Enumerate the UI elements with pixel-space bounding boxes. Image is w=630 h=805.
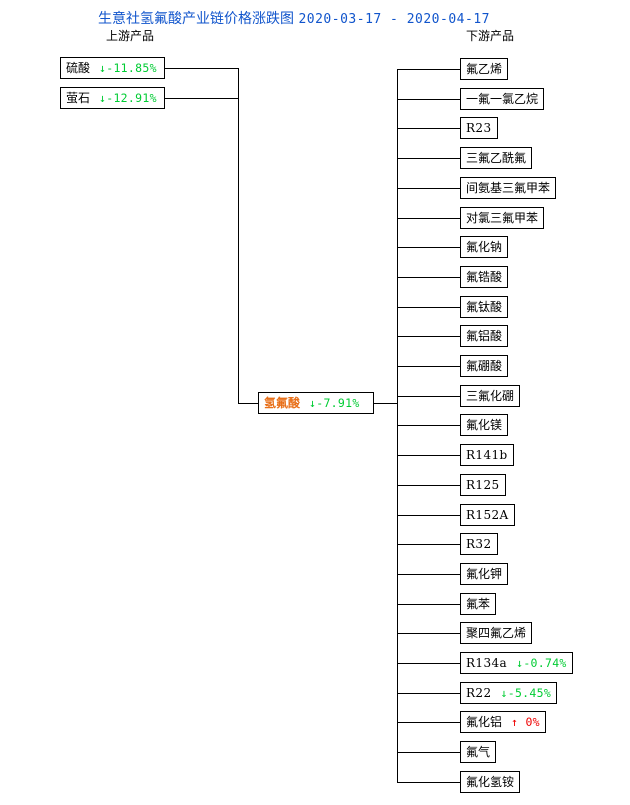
downstream-header: 下游产品 (466, 29, 515, 43)
downstream-node-16[interactable]: R32 (460, 533, 498, 555)
node-label: R22 (466, 686, 492, 700)
node-label: 对氯三氟甲苯 (466, 211, 539, 225)
node-label: R141b (466, 448, 508, 462)
downstream-branch-11 (397, 396, 460, 397)
downstream-node-21[interactable]: R22 ↓-5.45% (460, 682, 558, 704)
downstream-branch-4 (397, 188, 460, 189)
node-label: 氟苯 (466, 597, 491, 611)
node-change-down: ↓-5.45% (500, 686, 552, 700)
node-label: 一氟一氯乙烷 (466, 92, 539, 106)
page-title: 生意社氢氟酸产业链价格涨跌图 2020-03-17 - 2020-04-17 (98, 8, 490, 28)
downstream-node-19[interactable]: 聚四氟乙烯 (460, 622, 533, 644)
downstream-branch-17 (397, 574, 460, 575)
downstream-branch-3 (397, 158, 460, 159)
downstream-node-7[interactable]: 氟锆酸 (460, 266, 509, 288)
downstream-node-9[interactable]: 氟铝酸 (460, 325, 509, 347)
downstream-branch-10 (397, 366, 460, 367)
upstream-branch-1 (165, 98, 238, 99)
downstream-branch-1 (397, 99, 460, 100)
downstream-branch-23 (397, 752, 460, 753)
downstream-node-3[interactable]: 三氟乙酰氟 (460, 147, 533, 169)
node-change-down: ↓-0.74% (516, 656, 567, 670)
node-label: R125 (466, 478, 500, 492)
downstream-branch-5 (397, 218, 460, 219)
downstream-branch-9 (397, 336, 460, 337)
node-label: 氟铝酸 (466, 329, 503, 343)
downstream-node-22[interactable]: 氟化铝 ↑ 0% (460, 711, 546, 733)
node-label: 氢氟酸 (264, 396, 301, 410)
center-to-downstream (374, 403, 397, 404)
downstream-branch-8 (397, 307, 460, 308)
downstream-node-10[interactable]: 氟硼酸 (460, 355, 509, 377)
downstream-branch-22 (397, 722, 460, 723)
downstream-node-2[interactable]: R23 (460, 117, 498, 139)
node-label: 三氟乙酰氟 (466, 151, 527, 165)
node-label: 氟化氢铵 (466, 775, 515, 789)
upstream-branch-0 (165, 68, 238, 69)
node-label: 氟化铝 (466, 715, 503, 729)
downstream-node-17[interactable]: 氟化钾 (460, 563, 509, 585)
downstream-branch-21 (397, 693, 460, 694)
downstream-branch-2 (397, 128, 460, 129)
downstream-node-24[interactable]: 氟化氢铵 (460, 771, 521, 793)
node-change-down: ↓-7.91% (309, 396, 360, 410)
node-label: 萤石 (66, 91, 91, 105)
node-label: R32 (466, 537, 492, 551)
node-label: 硫酸 (66, 61, 91, 75)
downstream-branch-19 (397, 633, 460, 634)
downstream-branch-14 (397, 485, 460, 486)
downstream-node-18[interactable]: 氟苯 (460, 593, 497, 615)
title-text: 生意社氢氟酸产业链价格涨跌图 (98, 11, 294, 27)
node-label: 氟乙烯 (466, 62, 503, 76)
node-change-down: ↓-11.85% (99, 61, 157, 75)
upstream-trunk (238, 68, 239, 403)
node-label: R134a (466, 656, 508, 670)
downstream-node-13[interactable]: R141b (460, 444, 514, 466)
downstream-node-20[interactable]: R134a ↓-0.74% (460, 652, 573, 674)
node-label: 氟化钠 (466, 240, 503, 254)
node-change-down: ↓-12.91% (99, 91, 157, 105)
downstream-node-14[interactable]: R125 (460, 474, 506, 496)
downstream-node-15[interactable]: R152A (460, 504, 515, 526)
downstream-branch-0 (397, 69, 460, 70)
downstream-branch-13 (397, 455, 460, 456)
downstream-branch-18 (397, 604, 460, 605)
node-label: R23 (466, 121, 492, 135)
node-label: R152A (466, 508, 509, 522)
downstream-node-6[interactable]: 氟化钠 (460, 236, 509, 258)
downstream-branch-6 (397, 247, 460, 248)
downstream-node-0[interactable]: 氟乙烯 (460, 58, 509, 80)
center-node-hydrofluoric-acid[interactable]: 氢氟酸 ↓-7.91% (258, 392, 374, 414)
downstream-branch-7 (397, 277, 460, 278)
node-label: 聚四氟乙烯 (466, 626, 527, 640)
node-label: 氟气 (466, 745, 491, 759)
downstream-node-8[interactable]: 氟钛酸 (460, 296, 509, 318)
upstream-node-1[interactable]: 萤石 ↓-12.91% (60, 87, 165, 109)
downstream-node-23[interactable]: 氟气 (460, 741, 497, 763)
node-label: 氟化钾 (466, 567, 503, 581)
downstream-branch-24 (397, 782, 460, 783)
node-label: 三氟化硼 (466, 389, 515, 403)
node-label: 氟锆酸 (466, 270, 503, 284)
downstream-branch-15 (397, 515, 460, 516)
downstream-node-1[interactable]: 一氟一氯乙烷 (460, 88, 545, 110)
downstream-node-12[interactable]: 氟化镁 (460, 414, 509, 436)
node-change-up: ↑ 0% (511, 715, 540, 729)
node-label: 间氨基三氟甲苯 (466, 181, 551, 195)
downstream-branch-20 (397, 663, 460, 664)
downstream-trunk (397, 69, 398, 782)
node-label: 氟化镁 (466, 418, 503, 432)
upstream-to-center (238, 403, 258, 404)
upstream-node-0[interactable]: 硫酸 ↓-11.85% (60, 57, 165, 79)
node-label: 氟硼酸 (466, 359, 503, 373)
downstream-branch-12 (397, 425, 460, 426)
downstream-node-5[interactable]: 对氯三氟甲苯 (460, 207, 545, 229)
upstream-header: 上游产品 (106, 29, 155, 43)
downstream-node-4[interactable]: 间氨基三氟甲苯 (460, 177, 557, 199)
date-range: 2020-03-17 - 2020-04-17 (298, 12, 490, 27)
downstream-branch-16 (397, 544, 460, 545)
node-label: 氟钛酸 (466, 300, 503, 314)
downstream-node-11[interactable]: 三氟化硼 (460, 385, 521, 407)
